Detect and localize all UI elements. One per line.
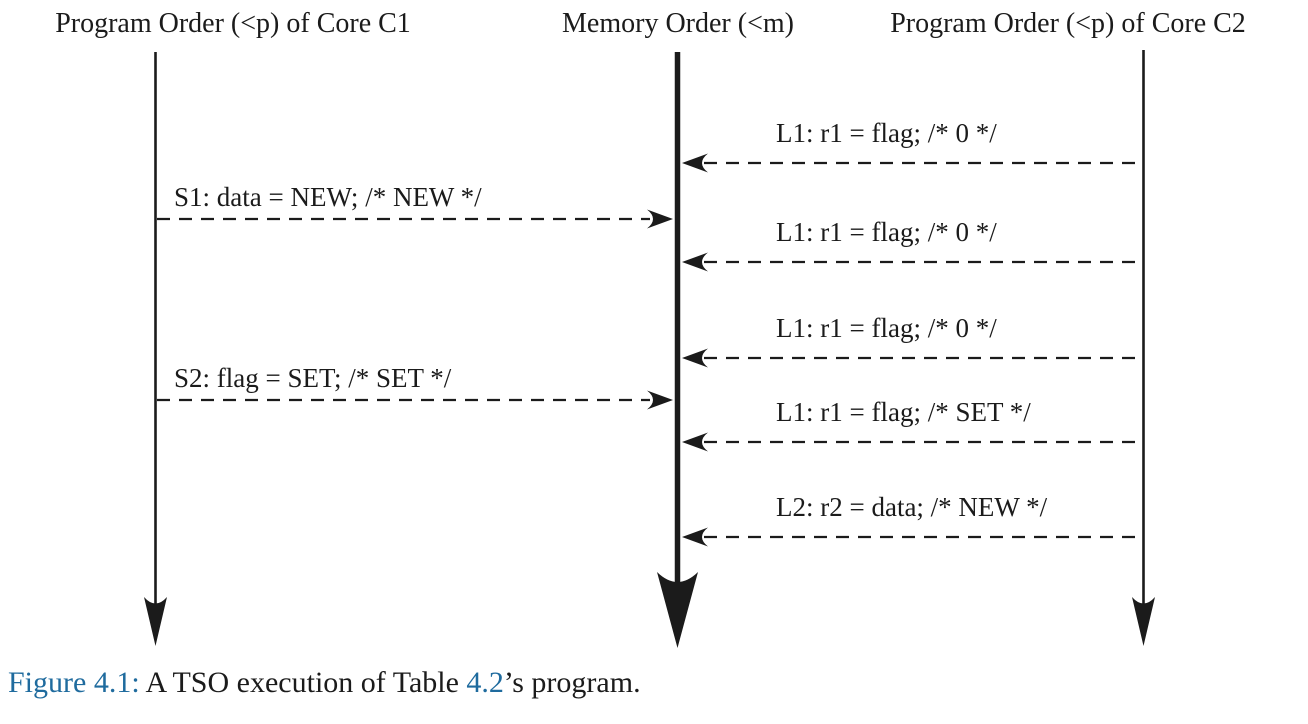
event-label-l1-load-3: L1: r1 = flag; /* 0 */: [776, 313, 997, 343]
dashed-arrow-l1-load-4: [682, 432, 1138, 452]
dashed-arrow-s2-store: [157, 390, 673, 410]
event-label-l1-load-2: L1: r1 = flag; /* 0 */: [776, 217, 997, 247]
event-label-s2-store: S2: flag = SET; /* SET */: [174, 363, 452, 393]
figure-caption: Figure 4.1: A TSO execution of Table 4.2…: [8, 666, 641, 700]
dashed-arrow-l1-load-3: [682, 348, 1138, 368]
header-memory-order: Memory Order (<m): [562, 8, 794, 39]
event-label-l1-load-4: L1: r1 = flag; /* SET */: [776, 397, 1031, 427]
dashed-arrow-l1-load-1: [682, 153, 1138, 173]
header-program-order-c1: Program Order (<p) of Core C1: [55, 8, 411, 39]
figure-caption-number: Figure 4.1:: [8, 666, 140, 699]
dashed-arrow-s1-store: [157, 209, 673, 229]
event-label-s1-store: S1: data = NEW; /* NEW */: [174, 182, 482, 212]
figure-caption-text-before-ref: A TSO execution of Table: [139, 666, 467, 699]
figure-caption-text-after-ref: ’s program.: [503, 666, 641, 699]
memory-order-timeline-arrow: [657, 52, 698, 648]
dashed-arrow-l1-load-2: [682, 252, 1138, 272]
header-program-order-c2: Program Order (<p) of Core C2: [890, 8, 1246, 39]
figure-caption-table-ref: 4.2: [466, 666, 504, 699]
event-label-l2-load: L2: r2 = data; /* NEW */: [776, 492, 1048, 522]
core-c2-timeline-arrow: [1132, 50, 1155, 646]
core-c1-timeline-arrow: [144, 52, 167, 646]
dashed-arrow-l2-load: [682, 527, 1138, 547]
event-label-l1-load-1: L1: r1 = flag; /* 0 */: [776, 118, 997, 148]
